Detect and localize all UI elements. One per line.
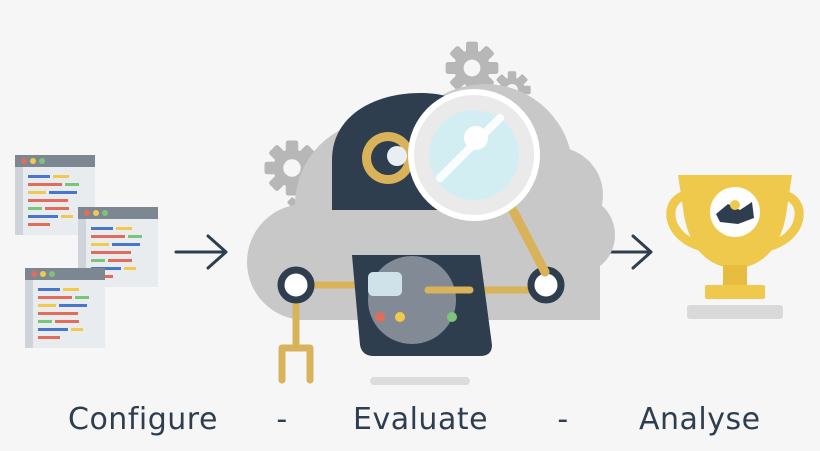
code-window [25,268,105,348]
magnifier-icon [408,89,550,277]
step-separator: - [557,402,569,437]
code-windows-icon [15,155,158,348]
trophy-icon [666,175,804,319]
robot-joint [277,266,315,304]
step-label-evaluate: Evaluate [353,402,489,437]
robot-inspector-icon [247,41,615,385]
step-separator: - [276,402,288,437]
arrow-right-icon [174,234,228,270]
robot-screen [368,272,402,296]
step-label-analyse: Analyse [639,402,761,437]
step-label-configure: Configure [68,402,218,437]
